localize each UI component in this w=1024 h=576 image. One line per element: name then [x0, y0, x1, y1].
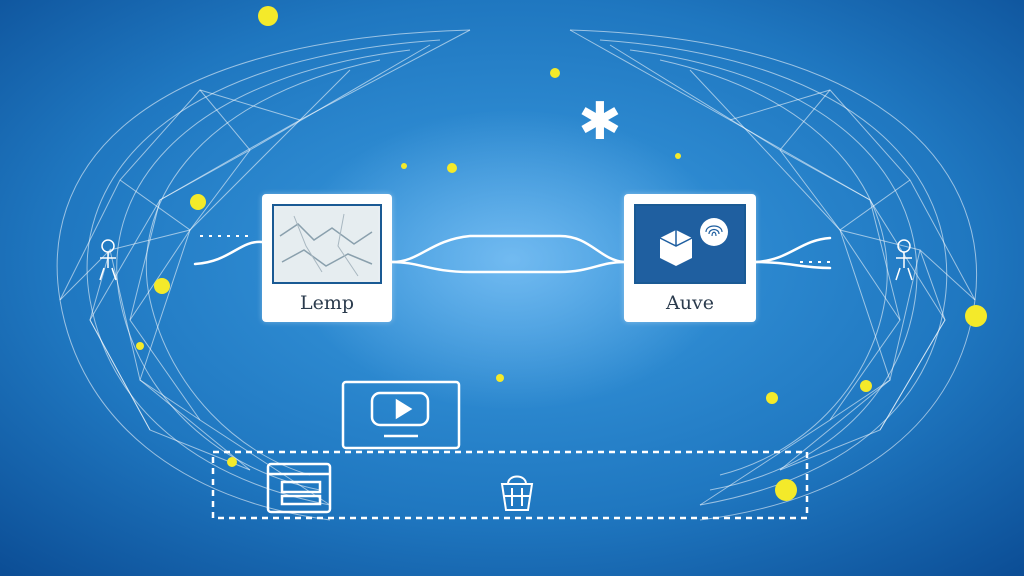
yellow-dots	[136, 6, 987, 501]
right-mesh-arc	[569, 29, 978, 521]
browser-window-icon	[266, 462, 332, 514]
map-image-icon	[272, 204, 382, 284]
video-play-icon	[341, 380, 461, 450]
dashed-panel	[211, 450, 809, 520]
sparkle-icon: ✱	[578, 92, 622, 152]
cube-fingerprint-icon	[634, 204, 746, 284]
connector-lines	[193, 234, 832, 274]
card-left[interactable]: Lemp	[262, 194, 392, 322]
left-mesh-arc	[56, 29, 471, 521]
right-figure-icon	[895, 239, 913, 281]
card-right[interactable]: Auve	[624, 194, 756, 322]
left-figure-icon	[99, 239, 117, 281]
card-left-label: Lemp	[299, 292, 355, 314]
basket-icon	[500, 475, 534, 511]
card-right-label: Auve	[666, 292, 714, 314]
